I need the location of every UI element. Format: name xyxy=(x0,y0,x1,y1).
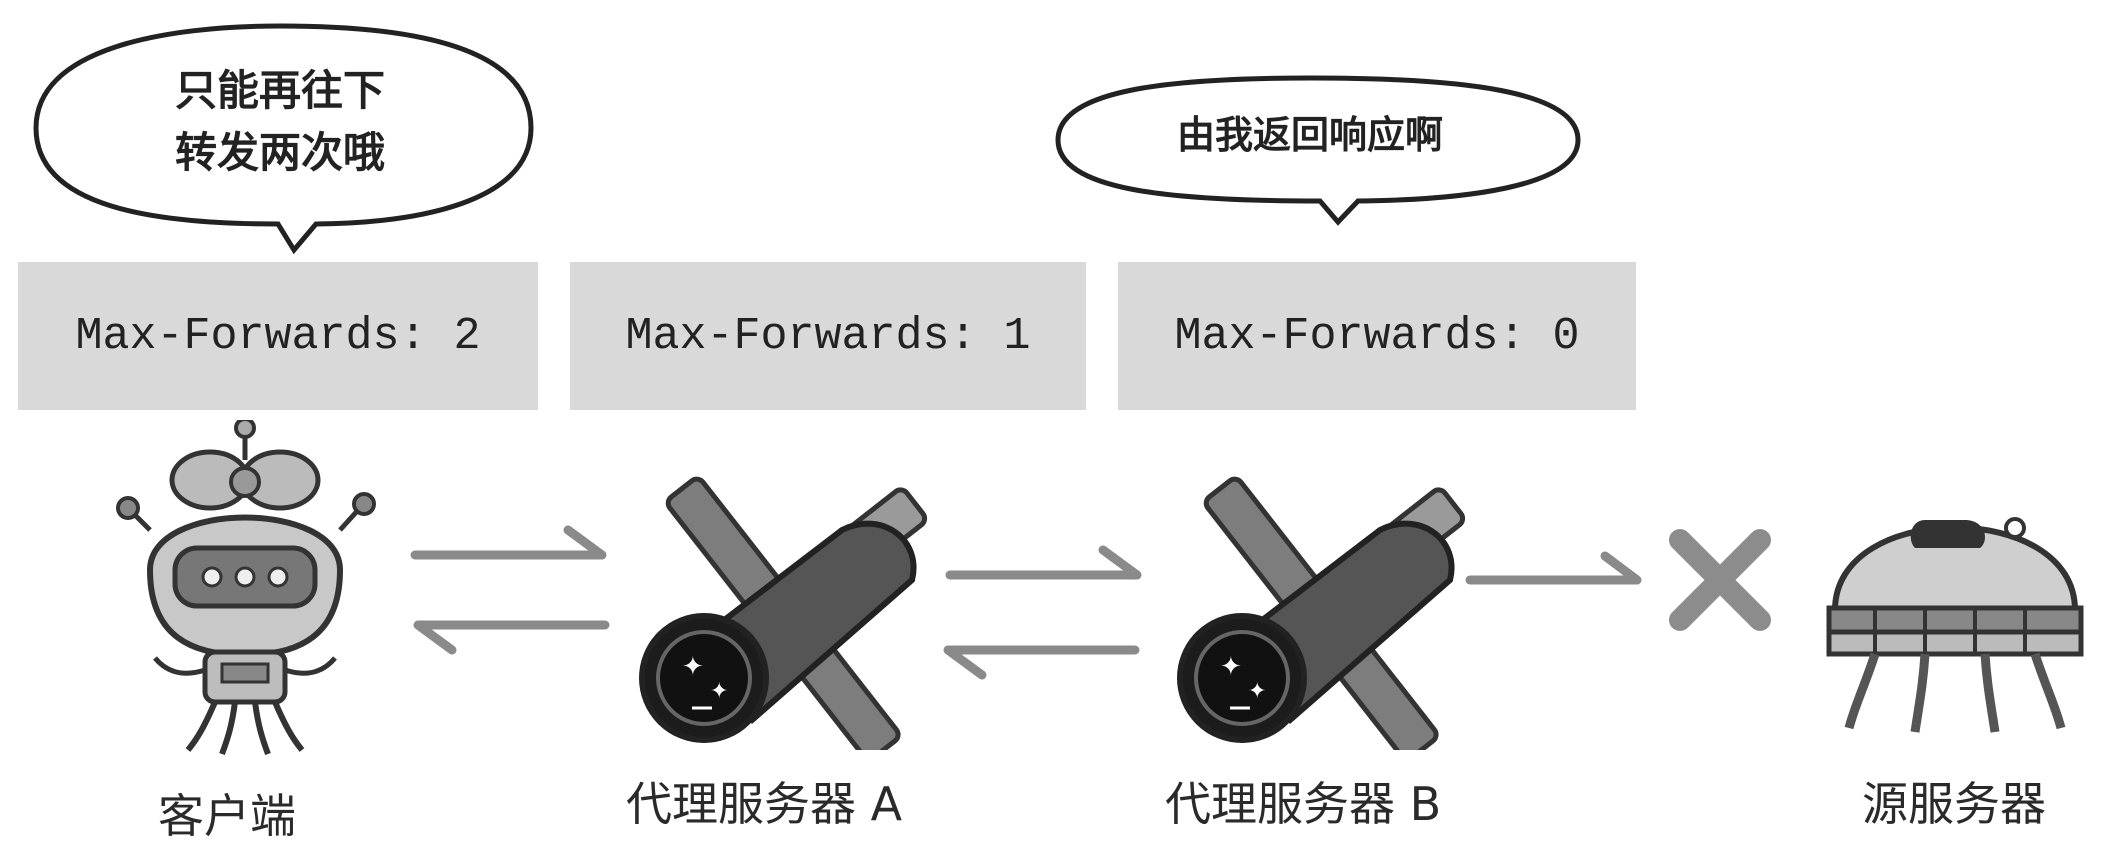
label-origin: 源服务器 xyxy=(1862,777,2046,831)
cross-icon xyxy=(1669,529,1771,631)
client-bubble-line1: 只能再往下 xyxy=(174,66,385,115)
header-max-forwards-0: Max-Forwards: 0 xyxy=(1118,262,1636,410)
jet-engine-proxy-a-icon: ✦ ✦ xyxy=(639,476,928,750)
jellyfish-server-icon xyxy=(1826,517,2084,733)
jet-engine-proxy-b-icon: ✦ ✦ xyxy=(1177,476,1466,750)
arrow-client-to-proxy-a xyxy=(410,525,607,560)
label-proxy-a: 代理服务器 A xyxy=(626,777,903,831)
arrow-proxy-a-to-proxy-b xyxy=(945,545,1142,580)
arrow-proxy-a-to-client xyxy=(413,620,610,655)
client-speech-bubble xyxy=(33,23,534,255)
header-max-forwards-2: Max-Forwards: 2 xyxy=(18,262,538,410)
label-proxy-b: 代理服务器 B xyxy=(1165,777,1442,831)
robot-client-icon xyxy=(116,420,376,756)
svg-text:✦: ✦ xyxy=(1248,679,1266,704)
arrow-proxy-b-to-origin xyxy=(1465,551,1642,585)
svg-text:✦: ✦ xyxy=(1220,652,1242,682)
arrow-proxy-b-to-proxy-a xyxy=(943,645,1140,680)
header-max-forwards-1: Max-Forwards: 1 xyxy=(570,262,1086,410)
proxy-b-bubble-text: 由我返回响应啊 xyxy=(1176,113,1443,157)
svg-text:✦: ✦ xyxy=(710,679,728,704)
proxy-b-speech-bubble xyxy=(1055,75,1581,226)
label-client: 客户端 xyxy=(158,789,296,843)
client-bubble-line2: 转发两次哦 xyxy=(174,128,385,177)
svg-text:✦: ✦ xyxy=(682,652,704,682)
